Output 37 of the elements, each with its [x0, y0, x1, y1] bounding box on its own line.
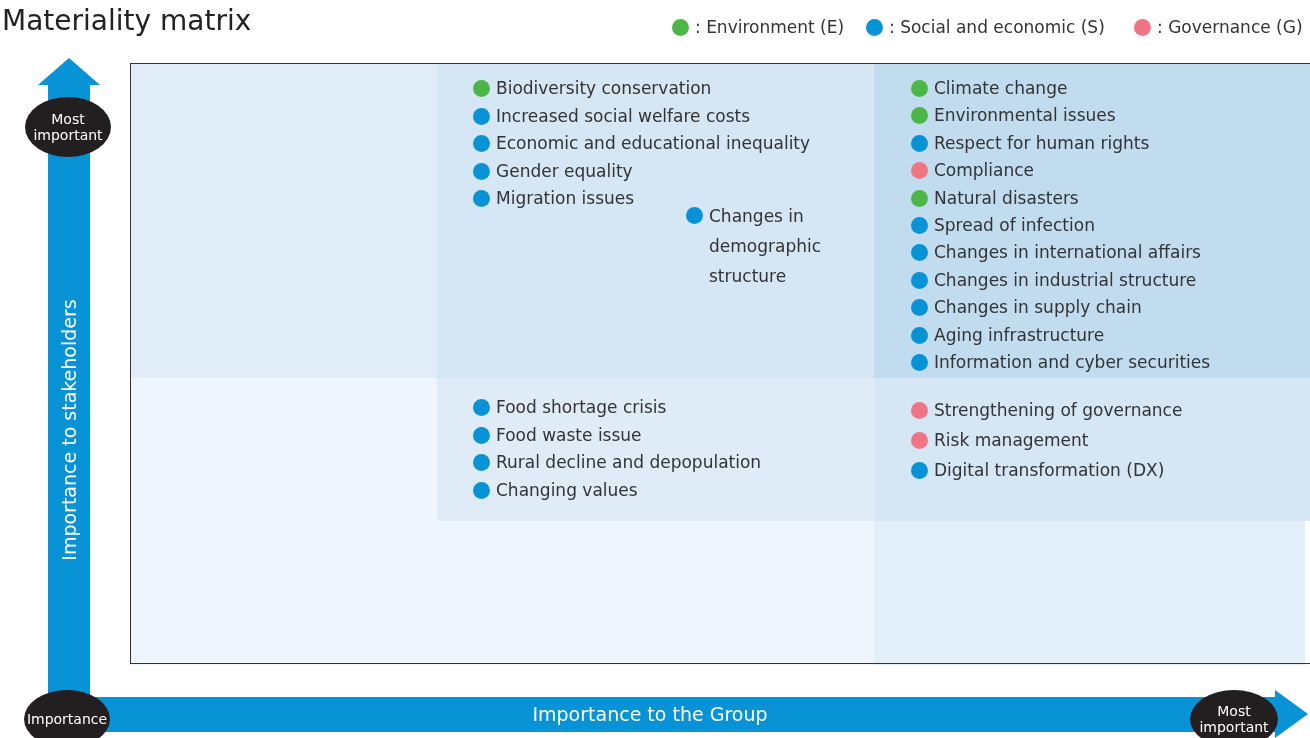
- issue-label: Risk management: [934, 430, 1089, 451]
- axis-title: Importance to stakeholders: [58, 299, 80, 561]
- issue-label: Gender equality: [496, 160, 633, 182]
- quadrant-panel: [437, 64, 874, 378]
- issue-label: Increased social welfare costs: [496, 105, 751, 127]
- issue-label: Food waste issue: [496, 424, 642, 446]
- issue-label: Information and cyber securities: [934, 352, 1211, 373]
- quadrant-panel: [874, 64, 1310, 378]
- issue-label: Changes in demographic structure: [709, 205, 823, 288]
- issue-label: Natural disasters: [934, 187, 1079, 209]
- issue-label: Aging infrastructure: [934, 324, 1105, 346]
- issue-label: Food shortage crisis: [496, 397, 667, 418]
- issue-label: Changes in international affairs: [934, 242, 1201, 264]
- quadrant-panel: [874, 378, 1310, 521]
- issue-label: Changing values: [496, 479, 638, 501]
- issue-label: Rural decline and depopulation: [496, 452, 762, 473]
- legend-label: : Social and economic (S): [889, 17, 1105, 37]
- issue-label: Digital transformation (DX): [934, 460, 1165, 481]
- issue-label: Migration issues: [496, 188, 635, 209]
- quadrant-panel: [437, 378, 874, 521]
- axis-end-label: Most important: [25, 97, 111, 157]
- issue-label: Respect for human rights: [934, 132, 1150, 154]
- axis-origin-label: Importance: [24, 690, 110, 738]
- issue-label: Compliance: [934, 160, 1035, 182]
- axis-end-label: Most important: [1190, 690, 1278, 738]
- issue-label: Changes in supply chain: [934, 297, 1142, 319]
- issue-label: Strengthening of governance: [934, 400, 1183, 421]
- legend-label: : Environment (E): [695, 17, 845, 37]
- issue-label: Spread of infection: [934, 215, 1095, 236]
- issue-label: Biodiversity conservation: [496, 78, 712, 99]
- legend-label: : Governance (G): [1157, 17, 1303, 37]
- chart-title: Materiality matrix: [2, 4, 252, 37]
- axis-title: Importance to the Group: [532, 703, 768, 725]
- issue-label: Environmental issues: [934, 105, 1116, 127]
- issue-label: Climate change: [934, 78, 1068, 99]
- issue-label: Changes in industrial structure: [934, 269, 1197, 291]
- issue-label: Economic and educational inequality: [496, 133, 811, 154]
